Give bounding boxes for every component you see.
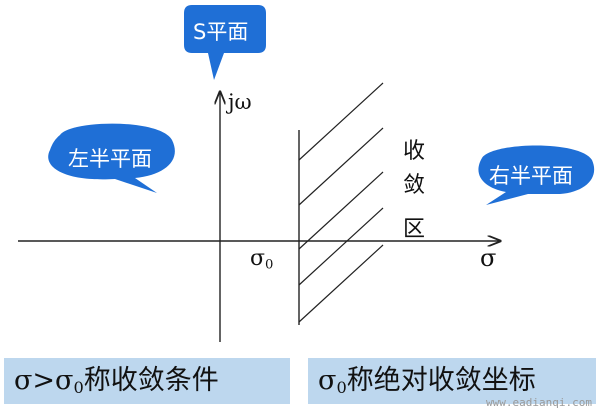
- caption-left-pre: σ>σ: [14, 365, 74, 396]
- sigma0-subscript: 0: [265, 257, 274, 273]
- region-char-1: 收: [403, 139, 426, 164]
- caption-left-post: 称收敛条件: [83, 365, 219, 396]
- right-half-plane-label: 右半平面: [489, 164, 573, 188]
- hatch-line: [298, 244, 384, 323]
- caption-right-sub: 0: [336, 378, 347, 398]
- left-half-plane-label: 左半平面: [68, 147, 152, 171]
- convergence-condition-caption: σ>σ0称收敛条件: [4, 358, 290, 404]
- real-axis-label: σ: [480, 244, 497, 272]
- hatch-line: [298, 82, 384, 161]
- watermark: www.eadianqi.com: [486, 396, 592, 409]
- caption-right-pre: σ: [318, 365, 337, 396]
- hatch-line: [298, 171, 384, 250]
- region-char-3: 区: [403, 217, 426, 242]
- sigma0-symbol: σ: [250, 246, 266, 271]
- hatch-lines: [298, 82, 384, 323]
- s-plane-bubble: [184, 5, 266, 80]
- sigma0-label: σ0: [250, 246, 273, 272]
- left-half-plane-bubble: [48, 123, 175, 193]
- absolute-convergence-caption: σ0称绝对收敛坐标: [308, 358, 596, 404]
- caption-right-post: 称绝对收敛坐标: [346, 365, 536, 396]
- s-plane-label: S平面: [193, 20, 249, 44]
- imaginary-axis-label: jω: [228, 90, 252, 114]
- right-half-plane-bubble: [478, 145, 595, 205]
- hatch-line: [298, 127, 384, 206]
- caption-left-sub: 0: [73, 378, 84, 398]
- region-char-2: 敛: [403, 173, 426, 198]
- hatch-line: [298, 207, 384, 286]
